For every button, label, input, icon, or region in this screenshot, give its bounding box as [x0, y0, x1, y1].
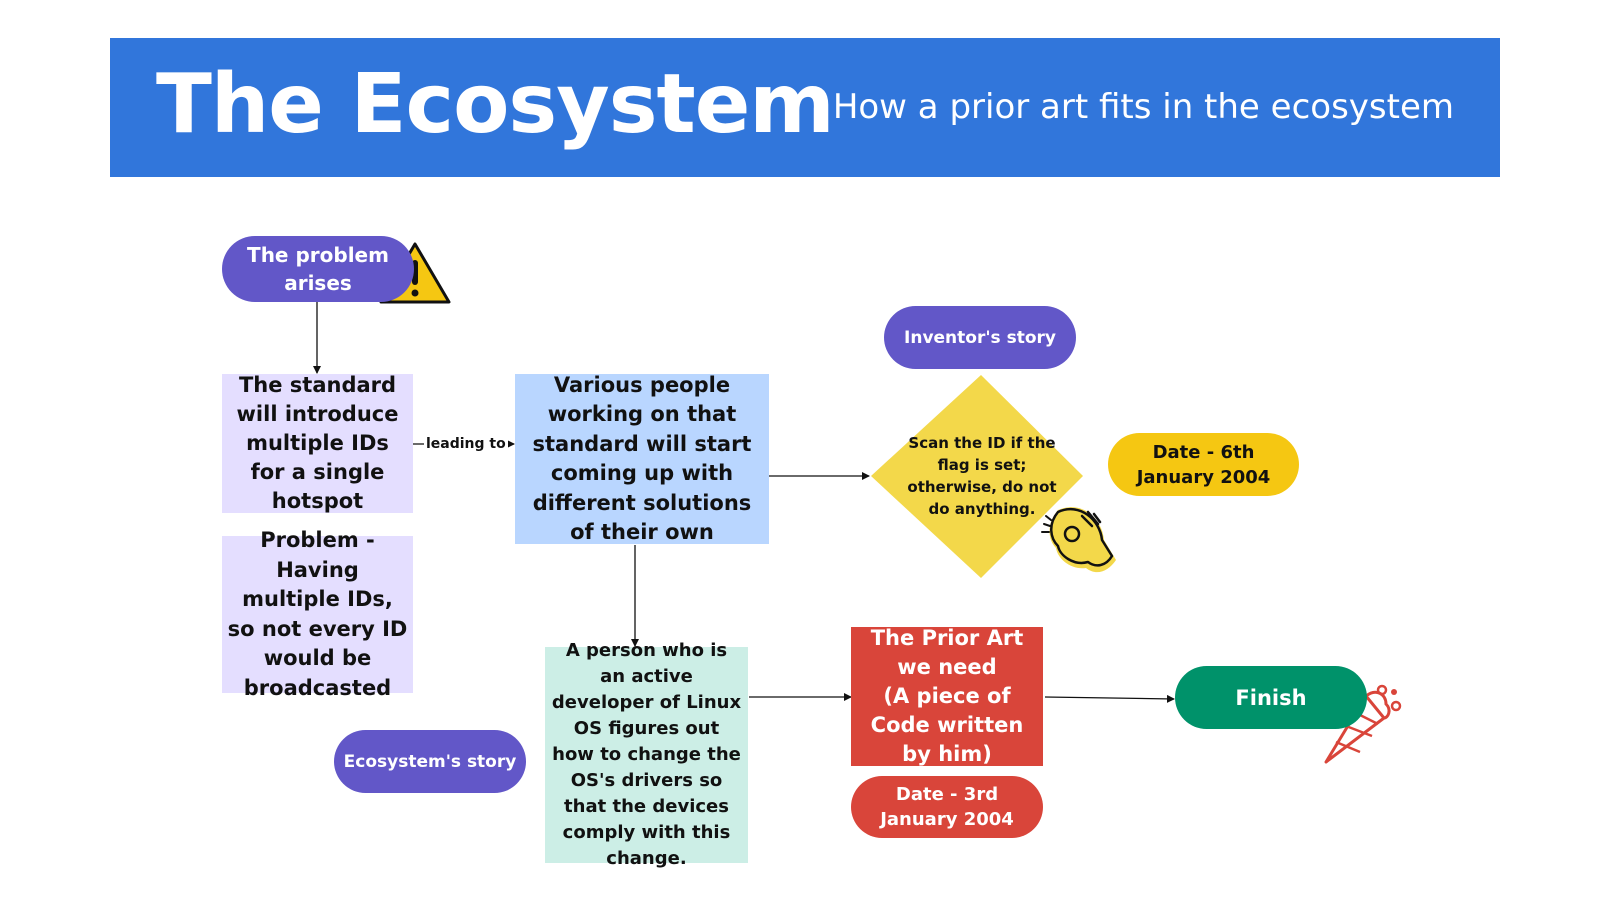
header-banner: The Ecosystem How a prior art fits in th…: [110, 38, 1500, 177]
linux-developer-box: A person who is an active developer of L…: [545, 640, 748, 869]
inventors-story-pill: Inventor's story: [884, 306, 1076, 369]
scan-id-text: Scan the ID if the flag is set; otherwis…: [907, 434, 1057, 518]
problem-arises-node: The problem arises: [222, 236, 414, 302]
page-subtitle: How a prior art fits in the ecosystem: [832, 87, 1454, 127]
problem-having-box: Problem - Having multiple IDs, so not ev…: [222, 528, 413, 700]
party-popper-icon: [1324, 684, 1402, 764]
ok-hand-icon: [1041, 507, 1116, 573]
scan-id-diamond: [871, 375, 1083, 578]
date-prior-art-pill: Date - 3rd January 2004: [851, 776, 1043, 838]
prior-art-box: The Prior Art we need (A piece of Code w…: [851, 626, 1043, 766]
finish-pill: Finish: [1175, 666, 1367, 729]
various-people-box: Various people working on that standard …: [515, 373, 769, 544]
date-inventor-pill: Date - 6th January 2004: [1108, 433, 1299, 496]
ecosystems-story-pill: Ecosystem's story: [334, 730, 526, 793]
page-title: The Ecosystem: [156, 57, 835, 152]
standard-ids-box: The standard will introduce multiple IDs…: [222, 373, 413, 513]
edge-priorart-to-finish: [1044, 694, 1175, 703]
edge-label-leading-to: leading to: [424, 435, 508, 453]
